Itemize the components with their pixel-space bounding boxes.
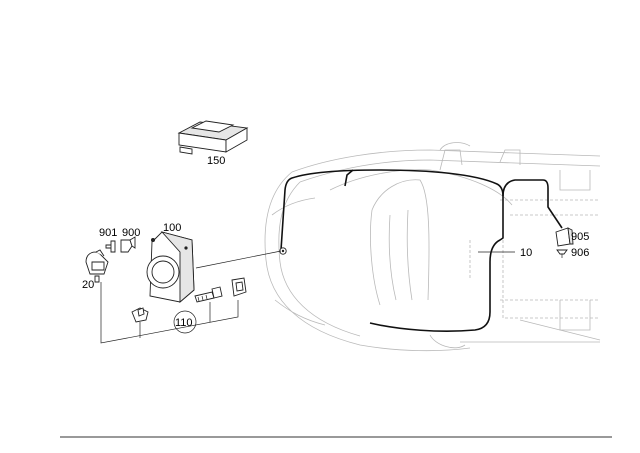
fuse-icon <box>556 249 568 258</box>
label-100: 100 <box>163 222 181 234</box>
clip-icon <box>120 236 136 253</box>
sensor-assembly-icon <box>146 231 195 303</box>
screw-icon <box>105 240 116 253</box>
label-20: 20 <box>82 279 94 291</box>
cage-nut-icon <box>231 277 247 297</box>
plug-connector-icon <box>131 307 149 323</box>
bracket-icon <box>85 249 109 283</box>
label-906: 906 <box>571 247 589 259</box>
label-905: 905 <box>571 231 589 243</box>
label-110: 110 <box>175 317 193 329</box>
label-10: 10 <box>520 247 532 259</box>
control-module-icon <box>177 120 249 155</box>
leader-lines <box>100 250 515 344</box>
label-900: 900 <box>122 227 140 239</box>
label-150: 150 <box>207 155 225 167</box>
callout-labels: 150 901 900 100 20 110 10 905 906 <box>82 155 589 329</box>
wiring-harness <box>280 169 563 332</box>
vehicle-outline <box>264 142 601 352</box>
relay-icon <box>555 227 574 247</box>
label-901: 901 <box>99 227 117 239</box>
bolt-icon <box>194 286 223 303</box>
front-connector-icon <box>279 247 287 255</box>
